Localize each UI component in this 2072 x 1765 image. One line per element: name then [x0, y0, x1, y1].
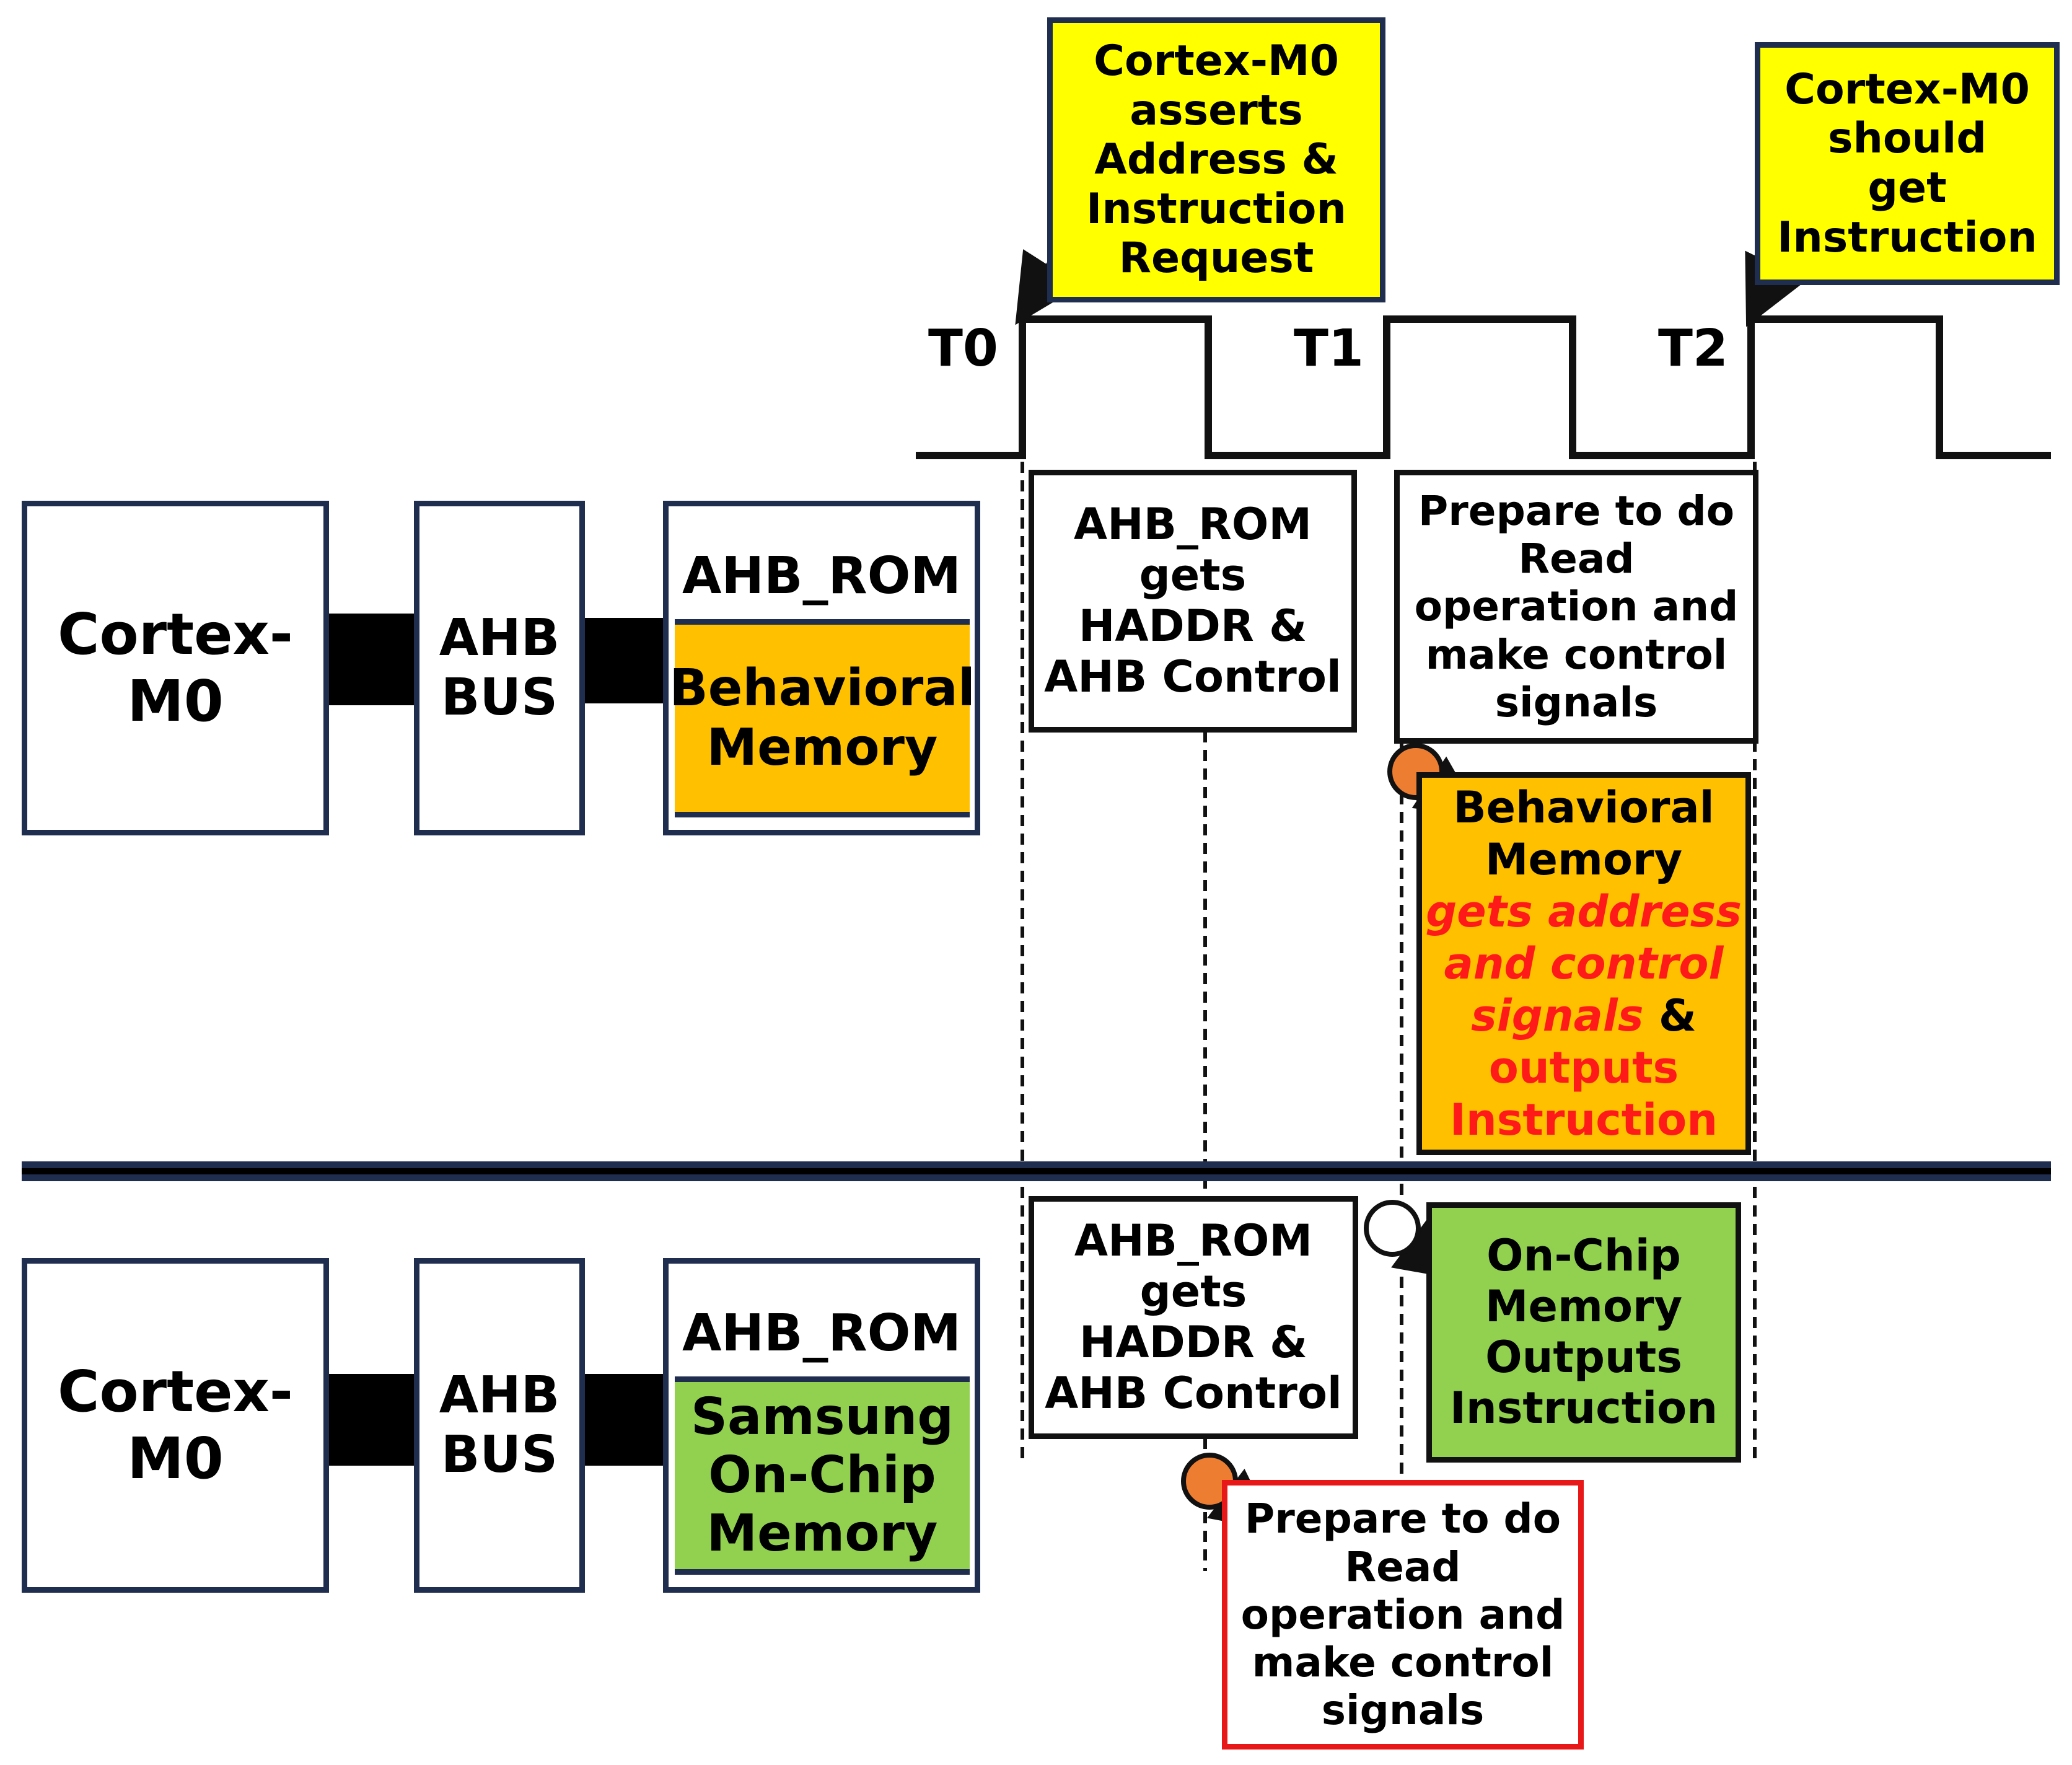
cpu-block-top: Cortex- M0	[22, 501, 329, 835]
callout-assert-request: Cortex-M0 asserts Address & Instruction …	[1047, 17, 1385, 302]
connector-cpu-bus-bottom	[327, 1374, 415, 1466]
label-t2: T2	[1658, 319, 1728, 378]
rom-gets-haddr-top: AHB_ROM gets HADDR & AHB Control	[1029, 470, 1357, 733]
cpu-block-bottom: Cortex- M0	[22, 1258, 329, 1593]
connector-bus-rom-top	[581, 618, 667, 703]
samsung-onchip-memory: Samsung On-Chip Memory	[675, 1376, 970, 1575]
event-dot-bottom-hollow	[1364, 1200, 1421, 1257]
prepare-read-bottom: Prepare to do Read operation and make co…	[1222, 1480, 1584, 1750]
prepare-read-top: Prepare to do Read operation and make co…	[1394, 470, 1758, 744]
label-t1: T1	[1294, 319, 1364, 378]
callout-should-get: Cortex-M0 should get Instruction	[1755, 42, 2060, 285]
connector-bus-rom-bottom	[581, 1374, 667, 1466]
behavioral-memory-output: Behavioral Memory gets address and contr…	[1416, 772, 1751, 1155]
clock-waveform	[916, 315, 2051, 459]
label-t0: T0	[928, 319, 998, 378]
connector-cpu-bus-top	[327, 614, 415, 705]
rom-title-bottom: AHB_ROM	[682, 1304, 962, 1363]
rom-block-top: AHB_ROM Behavioral Memory	[663, 501, 980, 835]
rom-block-bottom: AHB_ROM Samsung On-Chip Memory	[663, 1258, 980, 1593]
rom-title-top: AHB_ROM	[682, 547, 962, 605]
bus-block-top: AHB BUS	[414, 501, 585, 835]
onchip-memory-output: On-Chip Memory Outputs Instruction	[1426, 1202, 1741, 1463]
bus-block-bottom: AHB BUS	[414, 1258, 585, 1593]
rom-gets-haddr-bottom: AHB_ROM gets HADDR & AHB Control	[1029, 1196, 1358, 1439]
behavioral-memory-top: Behavioral Memory	[669, 619, 975, 817]
